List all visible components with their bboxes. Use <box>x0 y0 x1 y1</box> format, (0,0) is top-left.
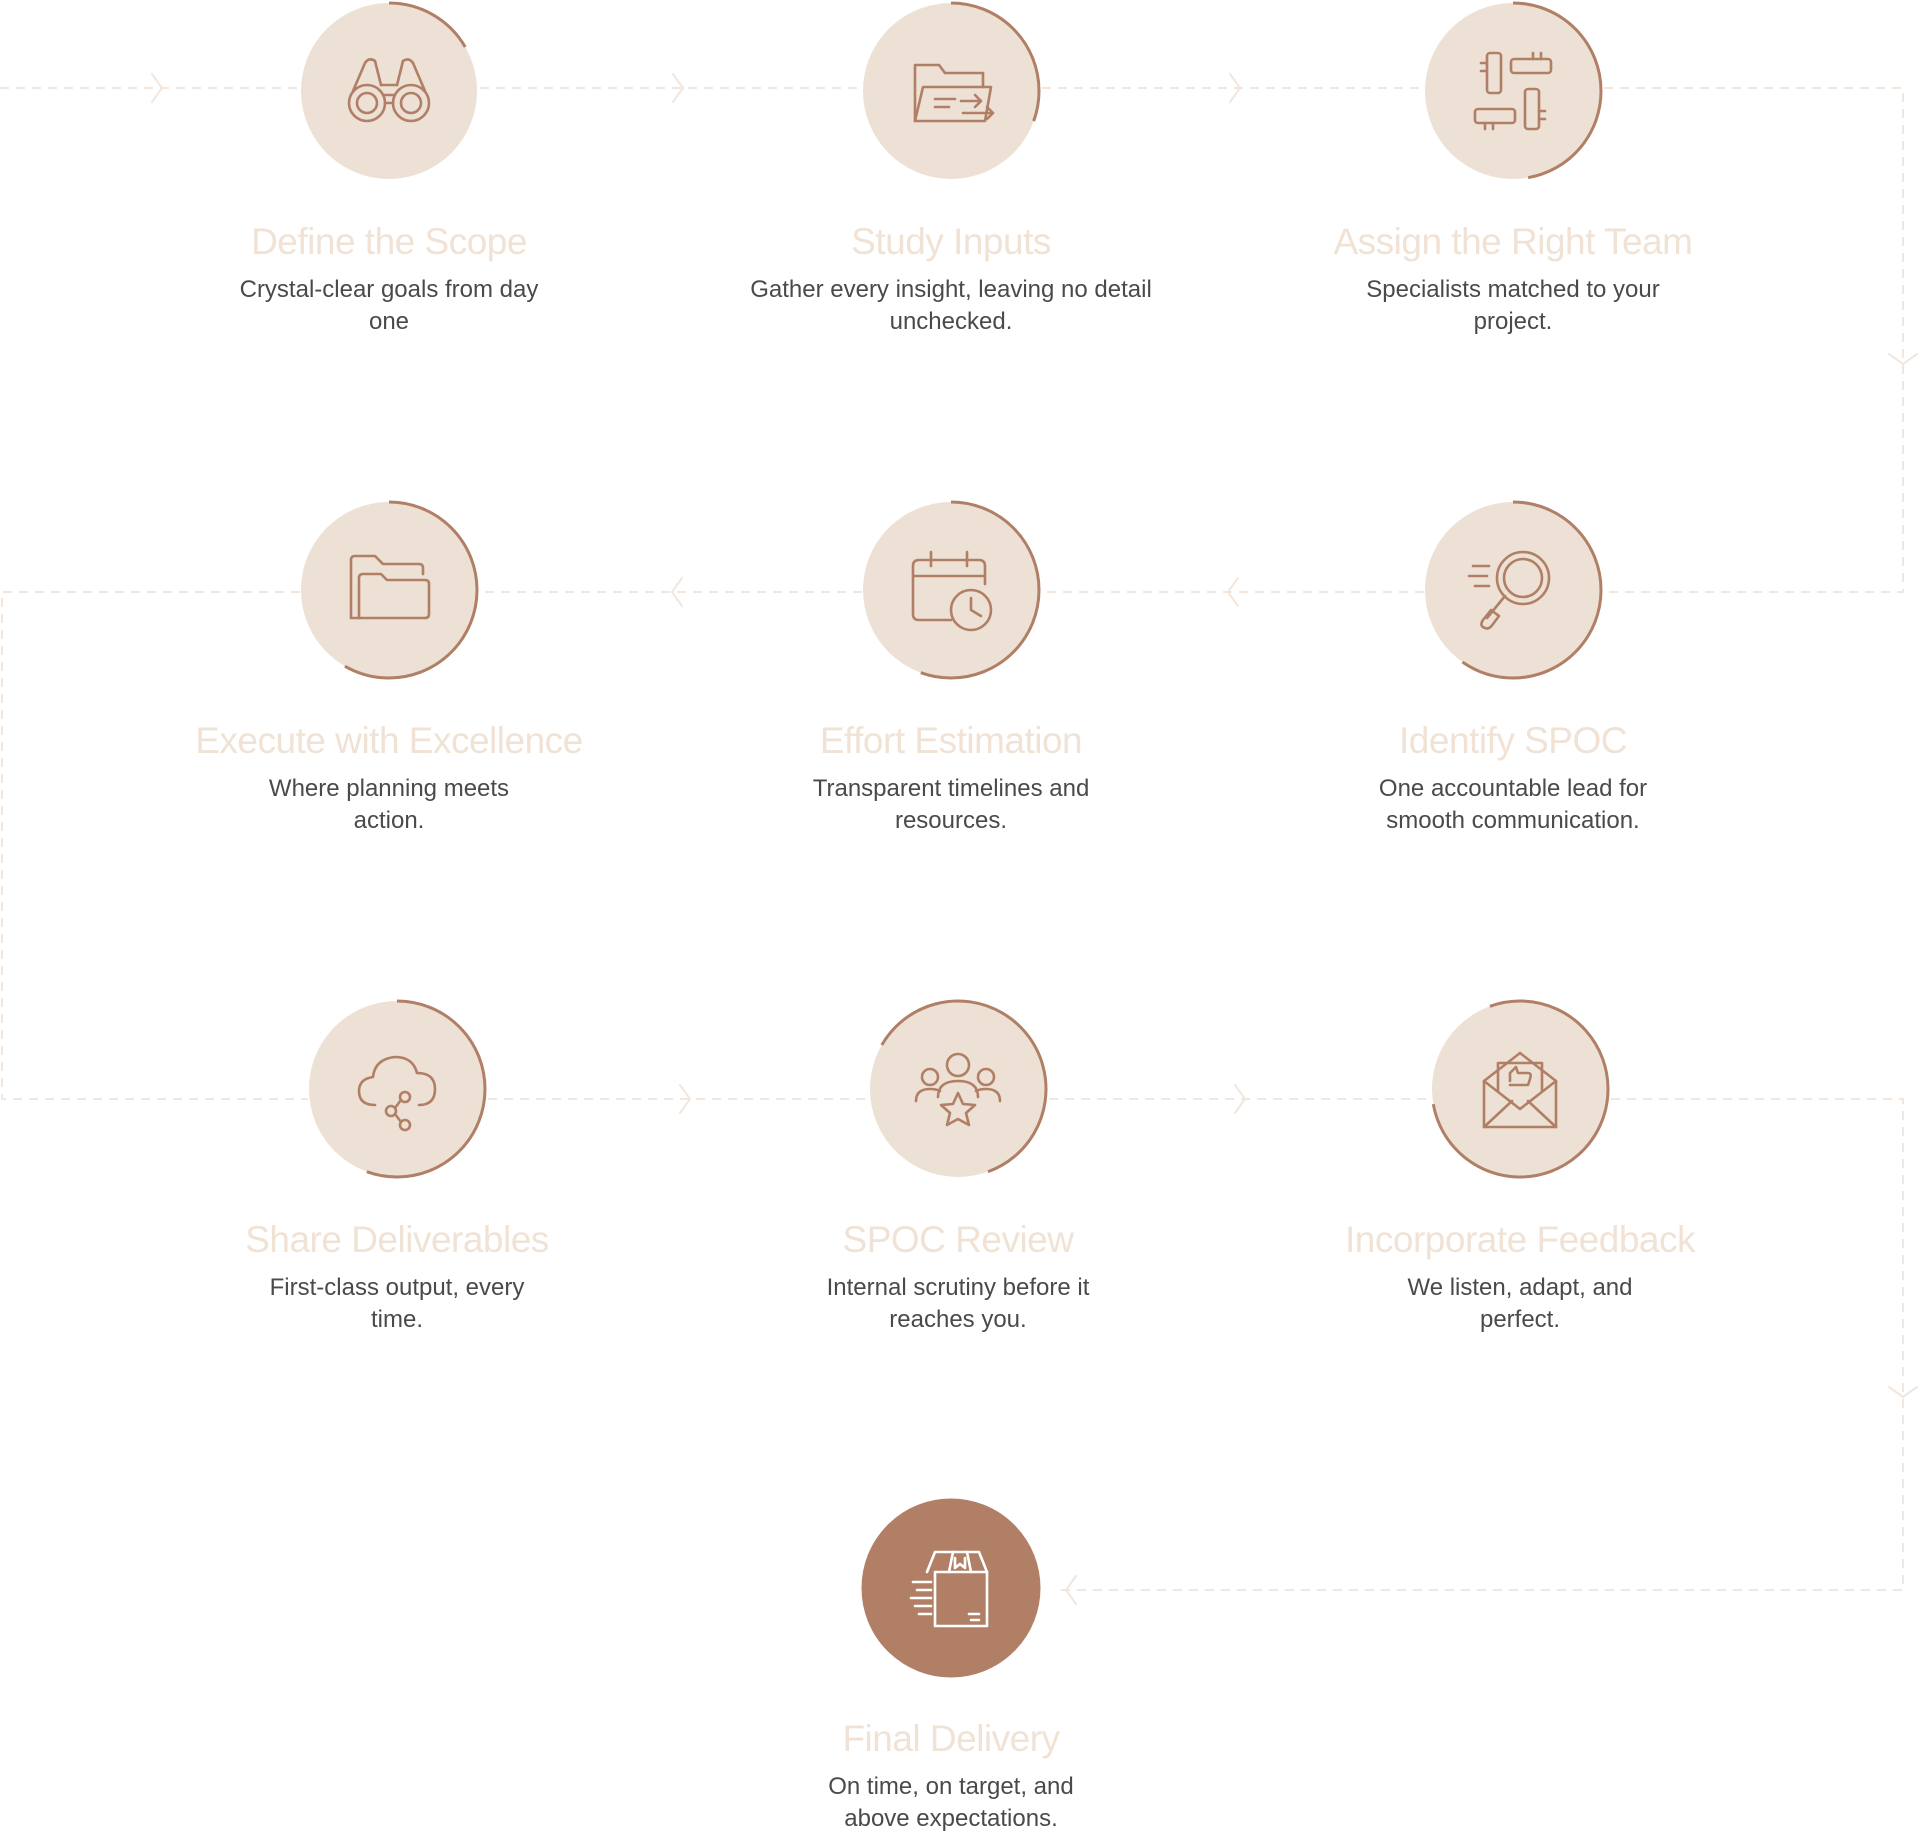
step-icon-circle <box>298 499 480 681</box>
step-share-deliverables: Share Deliverables First-class output, e… <box>157 998 637 1336</box>
connector-arrow <box>1229 73 1242 103</box>
step-identify-spoc: Identify SPOC One accountable lead for s… <box>1273 499 1753 837</box>
progress-ring <box>868 999 1048 1179</box>
connector-line <box>1 591 308 1100</box>
step-title: Identify SPOC <box>1399 720 1627 761</box>
group-star-icon <box>908 1039 1008 1139</box>
step-description: Where planning meets action. <box>268 775 510 834</box>
connector-arrow <box>1888 1386 1918 1399</box>
delivery-box-icon <box>901 1538 1001 1638</box>
step-title: Assign the Right Team <box>1333 221 1693 262</box>
step-description: We listen, adapt, and perfect. <box>1407 1274 1633 1333</box>
step-incorporate-feedback: Incorporate Feedback We listen, adapt, a… <box>1280 998 1760 1336</box>
step-icon-circle <box>1422 499 1604 681</box>
step-title: Share Deliverables <box>245 1219 549 1260</box>
binoculars-icon <box>339 41 439 141</box>
folder-icon <box>339 540 439 640</box>
step-description: Gather every insight, leaving no detail … <box>750 276 1152 335</box>
step-icon-circle <box>1422 0 1604 182</box>
connector-arrow <box>1234 1084 1247 1114</box>
step-title: Final Delivery <box>842 1718 1060 1759</box>
connector-arrow <box>1226 577 1239 607</box>
calendar-clock-icon <box>901 540 1001 640</box>
progress-ring <box>1430 999 1610 1179</box>
progress-ring <box>1423 500 1603 680</box>
step-title: Effort Estimation <box>819 720 1083 761</box>
step-description: Transparent timelines and resources. <box>812 775 1090 834</box>
step-description: Internal scrutiny before it reaches you. <box>826 1274 1090 1333</box>
step-icon-circle <box>298 0 480 182</box>
step-title: Study Inputs <box>851 221 1051 262</box>
connector-arrow <box>1064 1575 1077 1605</box>
step-icon-circle <box>860 1497 1042 1679</box>
step-description: First-class output, every time. <box>269 1274 525 1333</box>
step-title: Incorporate Feedback <box>1345 1219 1695 1260</box>
progress-ring <box>861 1498 1041 1678</box>
progress-ring <box>299 500 479 680</box>
folder-transfer-icon <box>901 41 1001 141</box>
step-icon-circle <box>860 499 1042 681</box>
connector-line <box>1604 87 1904 593</box>
step-icon-circle <box>860 0 1042 182</box>
step-assign-team: Assign the Right Team Specialists matche… <box>1273 0 1753 338</box>
step-description: On time, on target, and above expectatio… <box>828 1773 1074 1832</box>
step-define-scope: Define the Scope Crystal-clear goals fro… <box>149 0 629 338</box>
step-description: Crystal-clear goals from day one <box>239 276 539 335</box>
step-title: SPOC Review <box>842 1219 1074 1260</box>
step-icon-circle <box>1429 998 1611 1180</box>
connector-arrow <box>151 73 164 103</box>
step-title: Execute with Excellence <box>195 720 583 761</box>
step-study-inputs: Study Inputs Gather every insight, leavi… <box>711 0 1191 338</box>
connector-arrow <box>679 1084 692 1114</box>
step-execute-excellence: Execute with Excellence Where planning m… <box>149 499 629 837</box>
step-icon-circle <box>867 998 1049 1180</box>
step-description: Specialists matched to your project. <box>1366 276 1660 335</box>
step-effort-estimation: Effort Estimation Transparent timelines … <box>711 499 1191 837</box>
progress-ring <box>861 1 1041 181</box>
progress-ring <box>861 500 1041 680</box>
team-hands-icon <box>1463 41 1563 141</box>
connector-line <box>1060 1098 1904 1591</box>
magnifier-icon <box>1463 540 1563 640</box>
cloud-share-icon <box>347 1039 447 1139</box>
step-title: Define the Scope <box>251 221 527 262</box>
connector-arrow <box>1888 353 1918 366</box>
progress-ring <box>299 1 479 181</box>
step-spoc-review: SPOC Review Internal scrutiny before it … <box>718 998 1198 1336</box>
connector-arrow <box>670 577 683 607</box>
envelope-thumbs-up-icon <box>1470 1039 1570 1139</box>
connector-arrow <box>672 73 685 103</box>
progress-ring <box>307 999 487 1179</box>
step-icon-circle <box>306 998 488 1180</box>
progress-ring <box>1423 1 1603 181</box>
step-description: One accountable lead for smooth communic… <box>1378 775 1648 834</box>
step-final-delivery: Final Delivery On time, on target, and a… <box>711 1497 1191 1835</box>
